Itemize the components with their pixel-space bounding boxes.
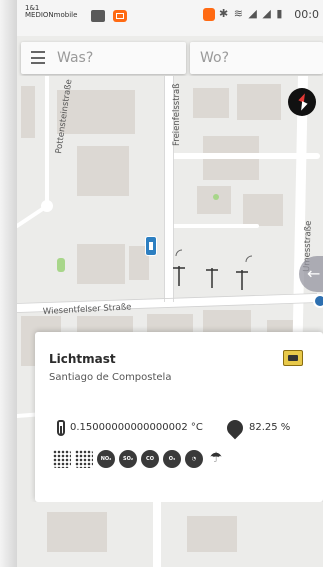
app-notification-icon bbox=[113, 10, 127, 22]
pm10-icon[interactable] bbox=[53, 450, 71, 468]
noise-icon[interactable]: ◔ bbox=[185, 450, 203, 468]
poi-location: Santiago de Compostela bbox=[49, 372, 172, 383]
street-label-freienfelsstrasse: Freienfelsstraß bbox=[172, 83, 182, 146]
co-icon[interactable]: CO bbox=[141, 450, 159, 468]
so2-icon[interactable]: SO₂ bbox=[119, 450, 137, 468]
hamburger-menu-icon[interactable] bbox=[31, 51, 45, 64]
pm25-icon[interactable] bbox=[75, 450, 93, 468]
status-bar: 1&1 MEDIONmobile ✱ ≋ ◢ ◢ ▮ 00:0 bbox=[17, 0, 323, 36]
street-label-umesstrasse: Umesstraße bbox=[302, 221, 314, 273]
location-marker-icon[interactable] bbox=[313, 294, 323, 308]
humidity-value: 82.25 % bbox=[249, 422, 291, 433]
what-search-input[interactable] bbox=[57, 42, 177, 74]
compass-icon[interactable] bbox=[288, 88, 316, 116]
clock: 00:0 bbox=[294, 8, 319, 21]
bottom-map-canvas bbox=[17, 502, 323, 567]
where-search-input[interactable] bbox=[200, 42, 310, 74]
app-screen: 1&1 MEDIONmobile ✱ ≋ ◢ ◢ ▮ 00:0 bbox=[17, 0, 323, 567]
temperature-value: 0.15000000000000002 °C bbox=[70, 422, 203, 433]
where-search-box bbox=[190, 42, 323, 74]
gallery-notification-icon bbox=[91, 10, 105, 22]
map-bottom-strip bbox=[17, 502, 323, 567]
carrier-label: 1&1 MEDIONmobile bbox=[25, 4, 78, 19]
poi-title: Lichtmast bbox=[49, 352, 116, 366]
thermometer-icon bbox=[57, 420, 65, 436]
street-label-wiesentfelser-strasse: Wiesentfelser Straße bbox=[43, 302, 132, 317]
location-status-icon bbox=[203, 8, 215, 21]
poi-info-card[interactable]: Lichtmast Santiago de Compostela 0.15000… bbox=[35, 332, 323, 502]
what-search-box bbox=[21, 42, 186, 74]
signal-icons: ✱ ≋ ◢ ◢ ▮ bbox=[219, 7, 284, 20]
search-bar bbox=[17, 40, 323, 76]
streetlight-icon bbox=[283, 350, 303, 366]
humidity-icon bbox=[223, 416, 247, 440]
device-frame bbox=[0, 0, 17, 567]
weather-icon[interactable]: ☂ bbox=[209, 450, 223, 466]
charging-station-marker-icon[interactable] bbox=[145, 236, 157, 256]
side-panel-handle[interactable]: ← bbox=[299, 256, 323, 292]
no2-icon[interactable]: NO₂ bbox=[97, 450, 115, 468]
o3-icon[interactable]: O₃ bbox=[163, 450, 181, 468]
